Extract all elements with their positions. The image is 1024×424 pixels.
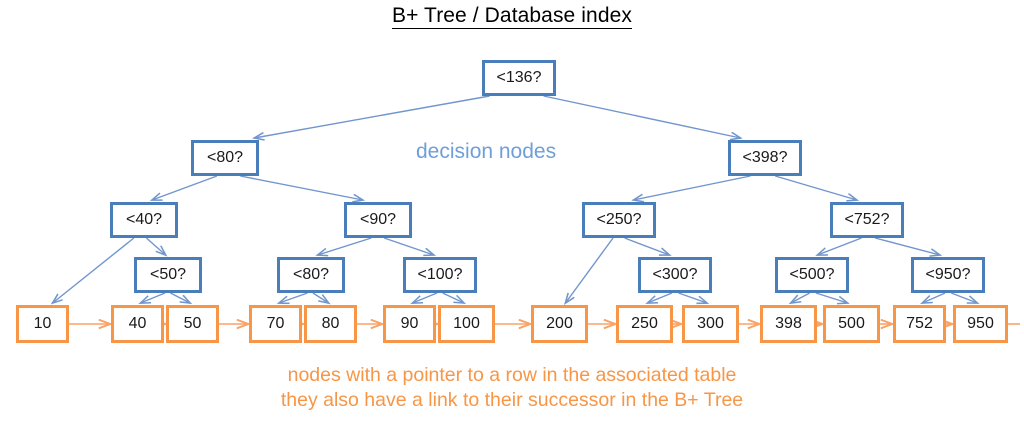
page-title: B+ Tree / Database index (0, 4, 1024, 29)
node-label: 200 (546, 315, 573, 332)
node-label: <950? (925, 266, 971, 283)
tree-edge-d100-to-l90 (413, 292, 438, 303)
node-label: <50? (149, 266, 187, 283)
node-label: <136? (496, 69, 542, 86)
node-label: <80? (292, 266, 330, 283)
caption-line-2: they also have a link to their successor… (280, 389, 744, 411)
decision-node-d40[interactable]: <40? (110, 202, 178, 238)
leaf-node-l90[interactable]: 90 (383, 305, 436, 343)
tree-edge-d50-to-l50 (170, 292, 190, 303)
decision-node-d50[interactable]: <50? (134, 257, 202, 293)
leaf-node-l950[interactable]: 950 (953, 305, 1008, 343)
node-label: <500? (789, 266, 835, 283)
leaf-node-l100[interactable]: 100 (438, 305, 495, 343)
leaf-nodes-caption: nodes with a pointer to a row in the ass… (0, 363, 1024, 413)
tree-edge-d80b-to-l70 (279, 292, 308, 303)
leaf-node-l752[interactable]: 752 (893, 305, 946, 343)
tree-edge-d500-to-l500 (815, 292, 848, 303)
page-title-text: B+ Tree / Database index (392, 4, 632, 29)
decision-node-d80a[interactable]: <80? (191, 140, 259, 176)
decision-node-d300[interactable]: <300? (638, 257, 712, 293)
node-label: 250 (631, 315, 658, 332)
tree-edge-d80a-to-d90 (240, 175, 362, 200)
node-label: 90 (400, 315, 419, 332)
tree-edge-d250-to-d300 (624, 237, 670, 255)
node-label: <80? (206, 149, 244, 166)
tree-edge-d100-to-l100 (442, 292, 464, 303)
leaf-node-l10[interactable]: 10 (16, 305, 69, 343)
decision-node-d100[interactable]: <100? (403, 257, 477, 293)
tree-edge-d40-to-d50 (145, 237, 165, 255)
decision-node-d80b[interactable]: <80? (277, 257, 345, 293)
node-label: 70 (266, 315, 285, 332)
node-label: <90? (359, 211, 397, 228)
leaf-node-l250[interactable]: 250 (616, 305, 673, 343)
tree-edge-d80a-to-d40 (152, 175, 218, 200)
tree-edge-d136-to-d398 (543, 95, 741, 138)
node-label: <40? (125, 211, 163, 228)
tree-edge-d752-to-d950 (874, 237, 940, 255)
decision-node-d136[interactable]: <136? (482, 60, 556, 96)
node-label: 100 (453, 315, 480, 332)
node-label: 752 (906, 315, 933, 332)
node-label: <250? (596, 211, 642, 228)
tree-edge-d300-to-l300 (678, 292, 707, 303)
tree-edge-d398-to-d250 (634, 175, 751, 200)
tree-edge-d500-to-l398 (791, 292, 810, 303)
leaf-node-l70[interactable]: 70 (249, 305, 302, 343)
decision-nodes-label: decision nodes (416, 140, 557, 163)
node-label: <752? (844, 211, 890, 228)
tree-edge-d80b-to-l80 (312, 292, 329, 303)
tree-edge-d50-to-l40 (141, 292, 166, 303)
leaf-node-l200[interactable]: 200 (531, 305, 588, 343)
tree-edge-d136-to-d80a (254, 95, 490, 138)
node-label: 50 (183, 315, 202, 332)
node-label: 80 (321, 315, 340, 332)
tree-edge-d90-to-d80b (318, 237, 372, 255)
tree-edge-d90-to-d100 (383, 237, 434, 255)
tree-edge-d752-to-d500 (818, 237, 862, 255)
leaf-node-l50[interactable]: 50 (166, 305, 219, 343)
leaf-node-l40[interactable]: 40 (111, 305, 164, 343)
node-label: <398? (742, 149, 788, 166)
decision-node-d752[interactable]: <752? (830, 202, 904, 238)
node-label: 40 (128, 315, 147, 332)
tree-edge-d950-to-l752 (922, 292, 946, 303)
tree-edge-d250-to-l200 (565, 237, 614, 303)
leaf-node-l300[interactable]: 300 (682, 305, 739, 343)
leaf-node-l500[interactable]: 500 (823, 305, 880, 343)
decision-node-d90[interactable]: <90? (344, 202, 412, 238)
leaf-node-l80[interactable]: 80 (304, 305, 357, 343)
node-label: <100? (417, 266, 463, 283)
decision-node-d398[interactable]: <398? (728, 140, 802, 176)
decision-node-d500[interactable]: <500? (775, 257, 849, 293)
decision-node-d250[interactable]: <250? (582, 202, 656, 238)
node-label: 10 (33, 315, 52, 332)
leaf-node-l398[interactable]: 398 (760, 305, 817, 343)
tree-edge-d40-to-l10 (53, 237, 135, 303)
node-label: 300 (697, 315, 724, 332)
node-label: 500 (838, 315, 865, 332)
caption-line-1: nodes with a pointer to a row in the ass… (287, 364, 737, 386)
tree-edge-d398-to-d752 (775, 175, 857, 200)
tree-edge-d950-to-l950 (950, 292, 977, 303)
tree-edge-d300-to-l250 (648, 292, 673, 303)
node-label: 950 (967, 315, 994, 332)
node-label: <300? (652, 266, 698, 283)
node-label: 398 (775, 315, 802, 332)
decision-node-d950[interactable]: <950? (911, 257, 985, 293)
